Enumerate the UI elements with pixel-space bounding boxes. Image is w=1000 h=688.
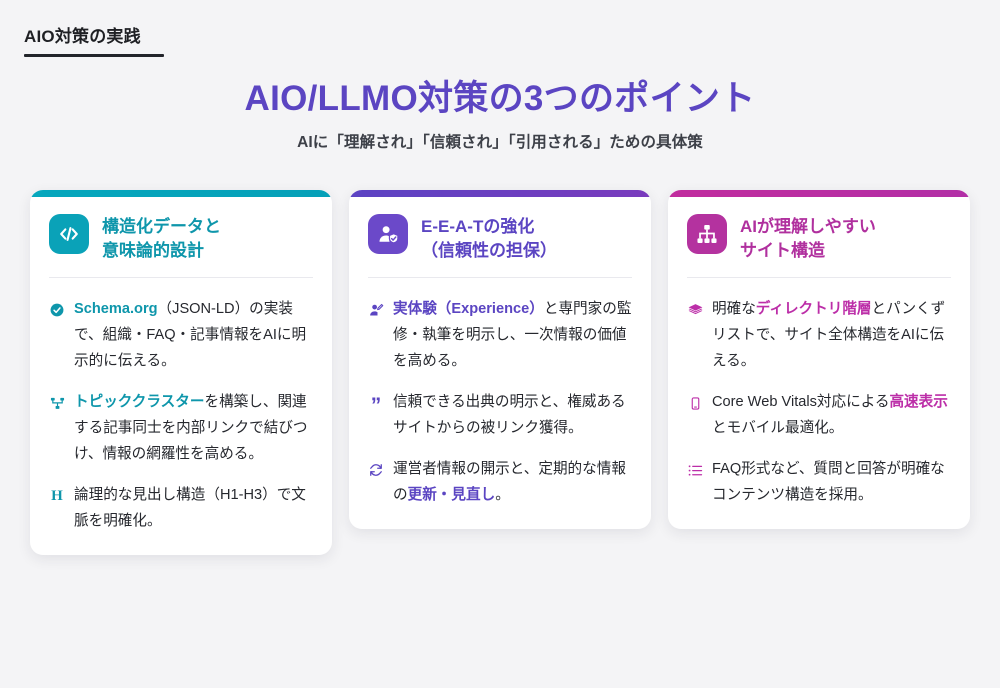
- list-item-tail: とパンくずリストで、サイト全体構造をAIに伝える。: [712, 301, 946, 370]
- card-divider: [687, 277, 951, 279]
- person-shield-icon: [368, 214, 408, 254]
- card-title-line1: E-E-A-Tの強化: [421, 217, 535, 236]
- refresh-icon: [368, 460, 384, 480]
- card-accent-bar: [30, 190, 332, 197]
- eyebrow-underline: [24, 54, 164, 57]
- topic-cluster-icon: [49, 393, 65, 413]
- card-title-line1: 構造化データと: [102, 217, 221, 236]
- list-item: Core Web Vitals対応による高速表示とモバイル最適化。: [687, 390, 951, 442]
- list-item-strong-tail: 高速表示: [889, 394, 948, 411]
- list-item-text: 明確なディレクトリ階層とパンくずリストで、サイト全体構造をAIに伝える。: [712, 297, 951, 375]
- list-item-rest: 信頼できる出典の明示と、権威あるサイトからの被リンク獲得。: [393, 394, 626, 437]
- card-title-line1: AIが理解しやすい: [740, 217, 876, 236]
- list-item-text: 実体験（Experience）と専門家の監修・執筆を明示し、一次情報の価値を高め…: [393, 297, 632, 375]
- layers-icon: [687, 300, 703, 320]
- card-bullet-list: 実体験（Experience）と専門家の監修・執筆を明示し、一次情報の価値を高め…: [368, 282, 632, 509]
- list-item-text: トピッククラスターを構築し、関連する記事同士を内部リンクで結びつけ、情報の網羅性…: [74, 390, 313, 468]
- list-item-strong: トピッククラスター: [74, 394, 205, 411]
- card-header: E-E-A-Tの強化 （信頼性の担保）: [368, 214, 632, 263]
- list-item-tail: とモバイル最適化。: [712, 420, 844, 437]
- list-item-text: 運営者情報の開示と、定期的な情報の更新・見直し。: [393, 457, 632, 509]
- card-structured-data[interactable]: 構造化データと 意味論的設計 Schema.org（JSON-LD）の実: [30, 190, 332, 555]
- list-item-strong: Schema.org: [74, 301, 158, 318]
- heading-h-icon: H: [51, 487, 63, 504]
- list-item: 明確なディレクトリ階層とパンくずリストで、サイト全体構造をAIに伝える。: [687, 297, 951, 375]
- list-item-text: FAQ形式など、質問と回答が明確なコンテンツ構造を採用。: [712, 457, 951, 509]
- card-title-line2: 意味論的設計: [102, 241, 204, 261]
- check-circle-icon: [49, 300, 65, 320]
- list-item: H 論理的な見出し構造（H1-H3）で文脈を明確化。: [49, 483, 313, 535]
- title-block: AIO/LLMO対策の3つのポイント AIに「理解され」「信頼され」「引用される…: [0, 78, 1000, 152]
- list-item-rest: 運営者情報の開示と、定期的な情報の: [393, 461, 626, 504]
- card-title: E-E-A-Tの強化 （信頼性の担保）: [421, 214, 557, 263]
- card-header: 構造化データと 意味論的設計: [49, 214, 313, 263]
- page-subtitle: AIに「理解され」「信頼され」「引用される」ための具体策: [297, 134, 703, 152]
- code-icon: [49, 214, 89, 254]
- card-site-structure[interactable]: AIが理解しやすい サイト構造 明確な: [668, 190, 970, 530]
- card-header: AIが理解しやすい サイト構造: [687, 214, 951, 263]
- card-title-line2: （信頼性の担保）: [421, 241, 557, 261]
- list-item-text: 信頼できる出典の明示と、権威あるサイトからの被リンク獲得。: [393, 390, 632, 442]
- list-item-tail: 。: [495, 487, 510, 504]
- card-title: AIが理解しやすい サイト構造: [740, 214, 876, 263]
- list-item-text: Schema.org（JSON-LD）の実装で、組織・FAQ・記事情報をAIに明…: [74, 297, 313, 375]
- card-bullet-list: 明確なディレクトリ階層とパンくずリストで、サイト全体構造をAIに伝える。 Cor…: [687, 282, 951, 509]
- list-item-text: Core Web Vitals対応による高速表示とモバイル最適化。: [712, 390, 951, 442]
- list-item-rest: を構築し、関連する記事同士を内部リンクで結びつけ、情報の網羅性を高める。: [74, 394, 308, 463]
- list-item-rest: FAQ形式など、質問と回答が明確なコンテンツ構造を採用。: [712, 461, 945, 504]
- card-divider: [49, 277, 313, 279]
- list-item: 実体験（Experience）と専門家の監修・執筆を明示し、一次情報の価値を高め…: [368, 297, 632, 375]
- quote-icon: ”: [370, 394, 382, 418]
- list-item: 運営者情報の開示と、定期的な情報の更新・見直し。: [368, 457, 632, 509]
- list-icon: [687, 460, 703, 480]
- list-item-rest: と専門家の監修・執筆を明示し、一次情報の価値を高める。: [393, 301, 632, 370]
- list-item-strong: 実体験（Experience）: [393, 301, 544, 318]
- sitemap-icon: [687, 214, 727, 254]
- list-item-strong-tail: ディレクトリ階層: [755, 301, 872, 318]
- list-item-text: 論理的な見出し構造（H1-H3）で文脈を明確化。: [74, 483, 313, 535]
- card-divider: [368, 277, 632, 279]
- list-item-rest: Core Web Vitals対応による: [712, 394, 890, 411]
- mobile-icon: [687, 393, 703, 413]
- page-title: AIO/LLMO対策の3つのポイント: [244, 79, 756, 118]
- list-item-rest: （JSON-LD）の実装で、組織・FAQ・記事情報をAIに明示的に伝える。: [74, 301, 307, 370]
- list-item: FAQ形式など、質問と回答が明確なコンテンツ構造を採用。: [687, 457, 951, 509]
- person-edit-icon: [368, 300, 384, 320]
- list-item-rest: 明確な: [712, 301, 756, 318]
- list-item: トピッククラスターを構築し、関連する記事同士を内部リンクで結びつけ、情報の網羅性…: [49, 390, 313, 468]
- card-title-line2: サイト構造: [740, 241, 825, 261]
- card-accent-bar: [349, 190, 651, 197]
- list-item: ” 信頼できる出典の明示と、権威あるサイトからの被リンク獲得。: [368, 390, 632, 442]
- card-title: 構造化データと 意味論的設計: [102, 214, 221, 263]
- list-item-strong-tail: 更新・見直し: [407, 487, 496, 504]
- card-accent-bar: [668, 190, 970, 197]
- card-eeat[interactable]: E-E-A-Tの強化 （信頼性の担保）: [349, 190, 651, 530]
- eyebrow: AIO対策の実践: [24, 22, 164, 57]
- card-bullet-list: Schema.org（JSON-LD）の実装で、組織・FAQ・記事情報をAIに明…: [49, 282, 313, 535]
- list-item: Schema.org（JSON-LD）の実装で、組織・FAQ・記事情報をAIに明…: [49, 297, 313, 375]
- eyebrow-label: AIO対策の実践: [24, 27, 141, 46]
- list-item-rest: 論理的な見出し構造（H1-H3）で文脈を明確化。: [74, 487, 306, 530]
- cards-row: 構造化データと 意味論的設計 Schema.org（JSON-LD）の実: [30, 190, 970, 555]
